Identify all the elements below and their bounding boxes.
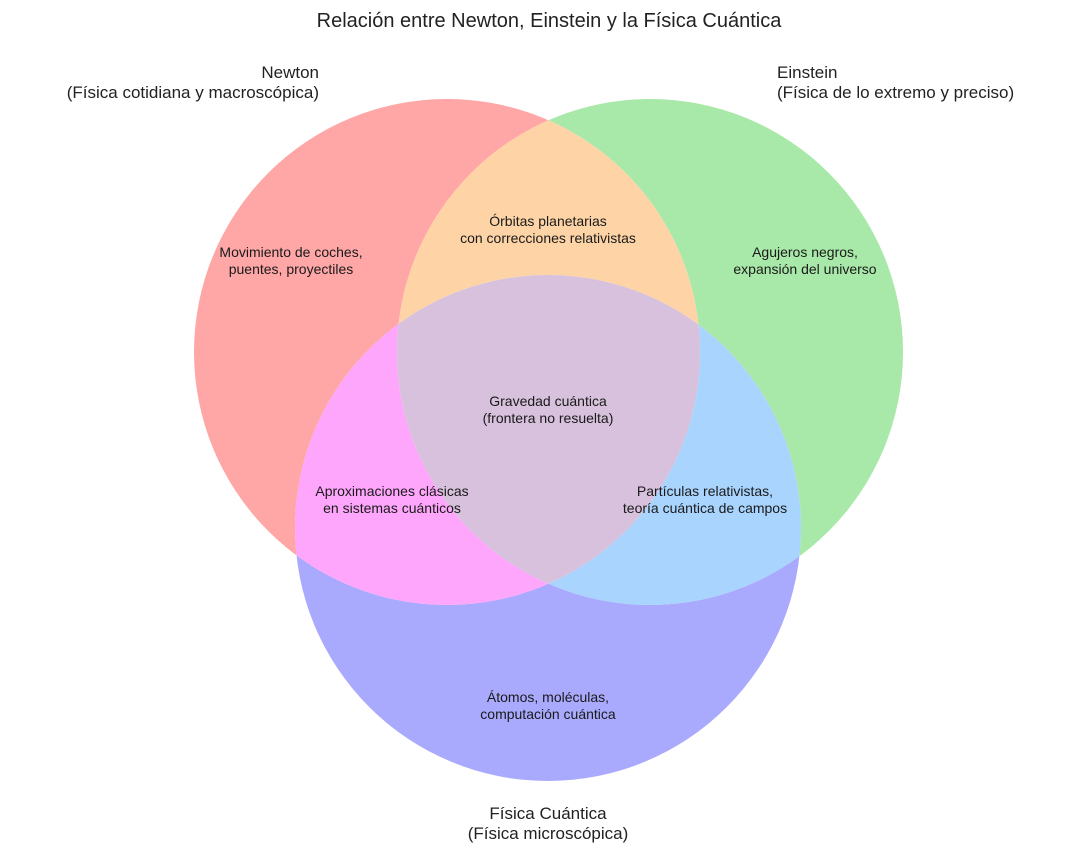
- region-label-line: Aproximaciones clásicas: [315, 483, 469, 499]
- region-label-line: (frontera no resuelta): [482, 410, 614, 426]
- region-all-three: [397, 275, 700, 605]
- region-label-newton-quantum: Aproximaciones clásicas en sistemas cuán…: [315, 483, 468, 517]
- region-label-line: Gravedad cuántica: [489, 393, 607, 409]
- set-label-quantum: Física Cuántica (Física microscópica): [348, 804, 748, 844]
- region-label-line: Agujeros negros,: [752, 244, 858, 260]
- set-name-newton: Newton: [261, 63, 319, 82]
- region-label-line: Partículas relativistas,: [636, 483, 774, 499]
- region-label-einstein-quantum: Partículas relativistas, teoría cuántica…: [623, 483, 787, 517]
- region-label-newton-only: Movimiento de coches, puentes, proyectil…: [219, 244, 362, 278]
- set-subtitle-einstein: (Física de lo extremo y preciso): [777, 83, 1015, 102]
- set-subtitle-quantum: (Física microscópica): [467, 824, 629, 843]
- region-label-line: Átomos, moléculas,: [486, 689, 610, 705]
- region-label-line: teoría cuántica de campos: [622, 500, 788, 516]
- region-label-line: con correcciones relativistas: [460, 230, 636, 246]
- region-label-line: puentes, proyectiles: [228, 261, 354, 277]
- set-name-quantum: Física Cuántica: [489, 804, 607, 823]
- region-label-all-three: Gravedad cuántica (frontera no resuelta): [483, 393, 614, 427]
- set-label-einstein: Einstein (Física de lo extremo y preciso…: [777, 63, 1014, 103]
- region-label-line: expansión del universo: [733, 261, 877, 277]
- set-label-newton: Newton (Física cotidiana y macroscópica): [67, 63, 319, 103]
- region-label-newton-einstein: Órbitas planetarias con correcciones rel…: [460, 213, 636, 247]
- region-label-line: computación cuántica: [480, 706, 616, 722]
- set-name-einstein: Einstein: [777, 63, 838, 82]
- region-label-einstein-only: Agujeros negros, expansión del universo: [733, 244, 876, 278]
- region-label-quantum-only: Átomos, moléculas, computación cuántica: [480, 689, 615, 723]
- region-label-line: Movimiento de coches,: [219, 244, 363, 260]
- diagram-title: Relación entre Newton, Einstein y la Fís…: [316, 10, 782, 32]
- region-label-line: Órbitas planetarias: [489, 213, 607, 229]
- region-label-line: en sistemas cuánticos: [323, 500, 461, 516]
- set-subtitle-newton: (Física cotidiana y macroscópica): [66, 83, 319, 102]
